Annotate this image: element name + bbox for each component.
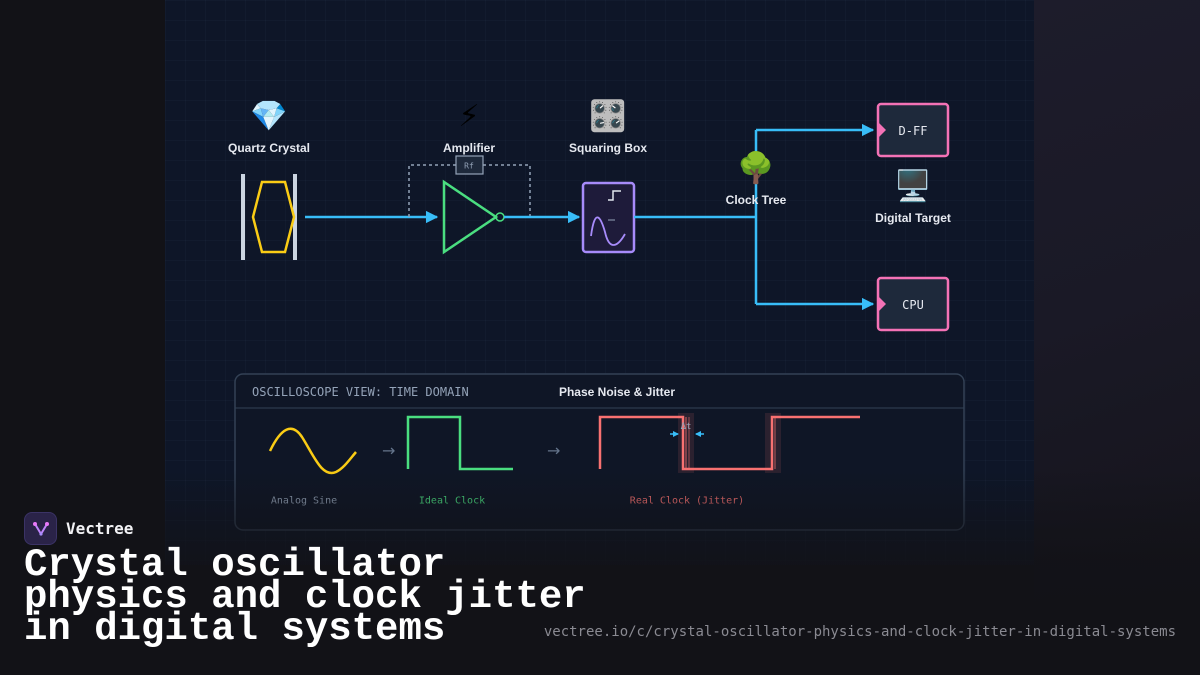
circuit-diagram <box>234 102 965 531</box>
clock-tree-wiring <box>634 123 875 311</box>
oscilloscope-header: OSCILLOSCOPE VIEW: TIME DOMAIN <box>252 385 469 399</box>
tree-icon: 🌳 <box>737 151 775 186</box>
dff-label: D-FF <box>898 124 928 138</box>
cpu-box <box>876 276 950 332</box>
arrow-ideal-to-real: → <box>547 441 561 460</box>
diagram-canvas: 💎 Quartz Crystal ⚡ Amplifier Rf 🎛️ Squar… <box>165 0 1034 565</box>
control-knobs-icon: 🎛️ <box>589 99 627 134</box>
feedback-resistor <box>455 155 484 175</box>
lightning-icon: ⚡ <box>458 99 480 134</box>
analog-sine-wave <box>268 427 357 475</box>
ideal-clock-label: Ideal Clock <box>418 495 486 507</box>
real-clock-label: Real Clock (Jitter) <box>629 495 745 507</box>
jitter-delta-label: Δt <box>680 422 692 432</box>
brand: Vectree <box>24 512 133 545</box>
phase-noise-title: Phase Noise & Jitter <box>558 385 676 399</box>
dff-box <box>876 102 950 158</box>
quartz-crystal-symbol <box>241 174 297 260</box>
digital-target-label: Digital Target <box>875 211 951 225</box>
page-url[interactable]: vectree.io/c/crystal-oscillator-physics-… <box>543 624 1176 640</box>
quartz-crystal-label: Quartz Crystal <box>227 141 311 155</box>
ideal-clock-wave <box>406 415 513 471</box>
squaring-box-label: Squaring Box <box>568 141 648 155</box>
feedback-resistor-label: Rf <box>464 161 474 171</box>
feedback-loop <box>408 164 531 217</box>
clock-tree-label: Clock Tree <box>725 193 787 207</box>
page-title: Crystal oscillator physics and clock jit… <box>24 543 586 651</box>
squaring-box-symbol <box>581 181 636 254</box>
right-background-panel <box>1034 0 1200 675</box>
brand-name: Vectree <box>66 519 134 538</box>
real-clock-wave <box>598 413 860 473</box>
gem-icon: 💎 <box>250 99 288 134</box>
analog-sine-label: Analog Sine <box>270 495 338 507</box>
computer-icon: 🖥️ <box>894 169 932 204</box>
vectree-logo-icon <box>24 512 57 545</box>
arrow-analog-to-ideal: → <box>382 441 396 460</box>
amplifier-label: Amplifier <box>442 141 496 155</box>
cpu-label: CPU <box>902 298 924 312</box>
amplifier-symbol <box>442 179 505 255</box>
